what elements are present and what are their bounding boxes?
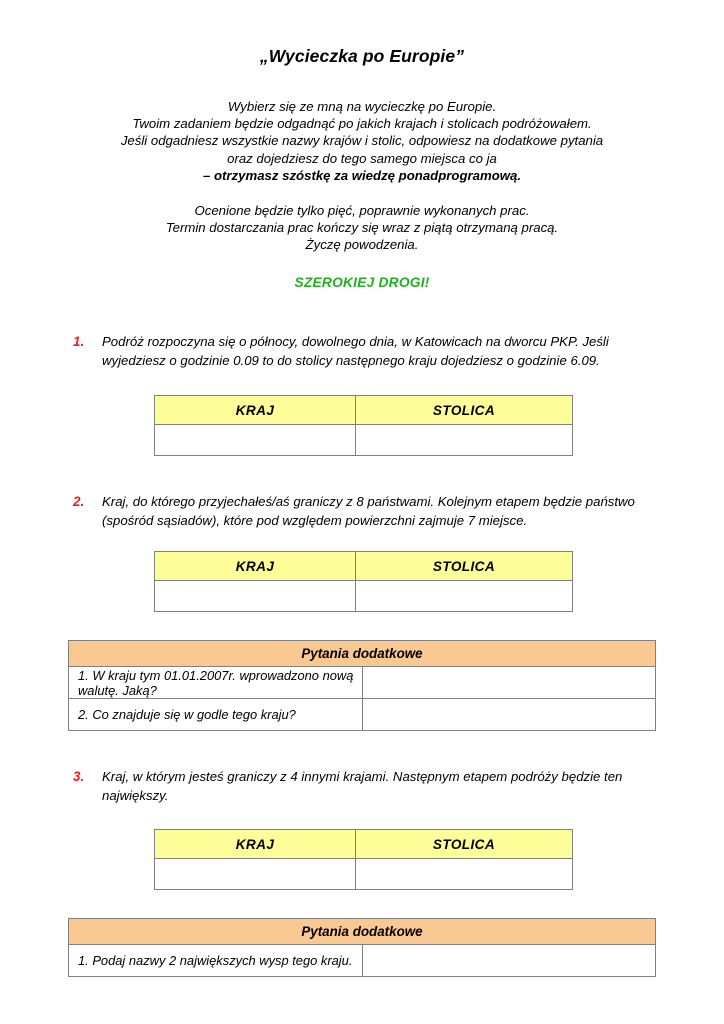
question-answer-cell[interactable] — [361, 944, 656, 978]
intro-line: Ocenione będzie tylko pięć, poprawnie wy… — [194, 202, 530, 218]
page-title: „Wycieczka po Europie” — [259, 46, 465, 66]
task-text: Kraj, do którego przyjechałeś/aś granicz… — [102, 494, 635, 529]
spacer — [68, 612, 656, 640]
intro-line: oraz dojedziesz do tego samego miejsca c… — [227, 150, 497, 166]
intro-line: Twoim zadaniem będzie odgadnąć po jakich… — [132, 116, 592, 132]
intro-paragraph-2: Ocenione będzie tylko pięć, poprawnie wy… — [68, 184, 656, 253]
table-row — [154, 858, 573, 891]
kraj-answer-cell[interactable] — [154, 580, 356, 613]
column-header-stolica: STOLICA — [355, 551, 573, 582]
spacer — [68, 530, 656, 551]
question-text-cell: 1. W kraju tym 01.01.2007r. wprowadzono … — [68, 666, 363, 700]
kraj-answer-cell[interactable] — [154, 858, 356, 891]
column-header-kraj: KRAJ — [154, 395, 356, 426]
stolica-answer-cell[interactable] — [355, 858, 573, 891]
question-answer-cell[interactable] — [361, 666, 656, 700]
table-header-row: KRAJ STOLICA — [154, 395, 573, 426]
table-row — [154, 580, 573, 613]
task-number: 3. — [73, 769, 85, 785]
intro-line: Życzę powodzenia. — [305, 236, 419, 252]
task-item-3: 3. Kraj, w którym jesteś graniczy z 4 in… — [68, 731, 656, 805]
table-header-row: Pytania dodatkowe — [68, 640, 656, 668]
kraj-stolica-table-3: KRAJ STOLICA — [154, 829, 573, 891]
document-content: „Wycieczka po Europie” Wybierz się ze mn… — [68, 0, 656, 978]
column-header-stolica: STOLICA — [355, 829, 573, 860]
column-header-kraj: KRAJ — [154, 551, 356, 582]
table-row: 1. W kraju tym 01.01.2007r. wprowadzono … — [68, 666, 656, 700]
task-text: Podróż rozpoczyna się o północy, dowolne… — [102, 334, 609, 369]
kraj-stolica-table-2: KRAJ STOLICA — [154, 551, 573, 613]
pytania-dodatkowe-table-2: Pytania dodatkowe 1. W kraju tym 01.01.2… — [68, 640, 656, 732]
spacer — [68, 890, 656, 918]
spacer — [68, 370, 656, 395]
table-row: 2. Co znajduje się w godle tego kraju? — [68, 698, 656, 732]
column-header-pytania-dodatkowe: Pytania dodatkowe — [68, 918, 656, 946]
stolica-answer-cell[interactable] — [355, 424, 573, 457]
intro-line: Jeśli odgadniesz wszystkie nazwy krajów … — [120, 133, 604, 149]
task-item-2: 2. Kraj, do którego przyjechałeś/aś gran… — [68, 456, 656, 530]
pytania-dodatkowe-table-3: Pytania dodatkowe 1. Podaj nazwy 2 najwi… — [68, 918, 656, 978]
kraj-stolica-table-1: KRAJ STOLICA — [154, 395, 573, 457]
table-header-row: Pytania dodatkowe — [68, 918, 656, 946]
task-text: Kraj, w którym jesteś graniczy z 4 innym… — [102, 769, 623, 804]
intro-paragraph-1: Wybierz się ze mną na wycieczkę po Europ… — [68, 67, 656, 184]
column-header-stolica: STOLICA — [355, 395, 573, 426]
question-text-cell: 2. Co znajduje się w godle tego kraju? — [68, 698, 363, 732]
column-header-pytania-dodatkowe: Pytania dodatkowe — [68, 640, 656, 668]
intro-line: Wybierz się ze mną na wycieczkę po Europ… — [227, 99, 497, 114]
intro-line: Termin dostarczania prac kończy się wraz… — [165, 219, 559, 235]
table-header-row: KRAJ STOLICA — [154, 551, 573, 582]
column-header-kraj: KRAJ — [154, 829, 356, 860]
intro-bold-line: – otrzymasz szóstkę za wiedzę ponadprogr… — [202, 167, 522, 183]
table-header-row: KRAJ STOLICA — [154, 829, 573, 860]
spacer — [68, 805, 656, 829]
task-number: 1. — [73, 334, 85, 350]
table-row: 1. Podaj nazwy 2 największych wysp tego … — [68, 944, 656, 978]
question-answer-cell[interactable] — [361, 698, 656, 732]
task-item-1: 1. Podróż rozpoczyna się o północy, dowo… — [68, 290, 656, 370]
stolica-answer-cell[interactable] — [355, 580, 573, 613]
table-row — [154, 424, 573, 457]
question-text-cell: 1. Podaj nazwy 2 największych wysp tego … — [68, 944, 363, 978]
kraj-answer-cell[interactable] — [154, 424, 356, 457]
shout-line: SZEROKIEJ DROGI! — [294, 275, 430, 291]
task-number: 2. — [73, 494, 85, 510]
